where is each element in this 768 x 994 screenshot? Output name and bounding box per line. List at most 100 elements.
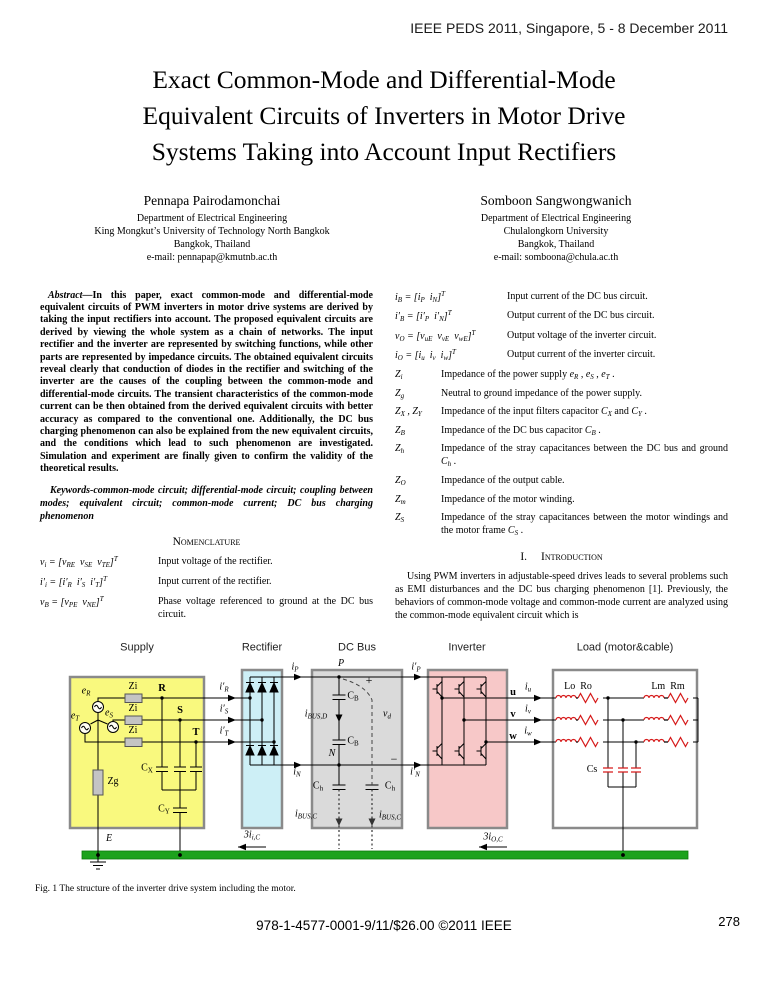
author-2-univ: Chulalongkorn University	[503, 225, 609, 237]
section-number: I.	[520, 551, 528, 564]
label-vd: vd	[383, 708, 391, 721]
sym-ZxZy: ZX , ZY	[395, 406, 422, 419]
label-w: w	[509, 731, 517, 743]
sym-ZS: ZS	[395, 512, 405, 525]
sym-Zh: Zh	[395, 443, 405, 456]
desc-Zm: Impedance of the motor winding.	[441, 493, 575, 505]
inverter-igbts	[432, 681, 487, 760]
section-label-inverter: Inverter	[448, 641, 486, 654]
label-Ch-right: Ch	[384, 780, 396, 793]
nomen-sym-2: i′i = [i′R i′S i′T]T	[40, 575, 107, 590]
author-1-dept: Department of Electrical Engineering	[136, 212, 288, 224]
page-footer: 978-1-4577-0001-9/11/$26.00 ©2011 IEEE 2…	[40, 914, 740, 934]
sym-Zg: Zg	[395, 387, 405, 400]
sym-ZO: ZO	[395, 474, 406, 487]
sym-iBp: i′B = [i′P i′N]T	[395, 309, 452, 324]
symbol-def-row: vO = [vuE vvE vwE]T Output voltage of the…	[395, 329, 728, 344]
section-label-load: Load (motor&cable)	[576, 641, 674, 654]
label-eT: eT	[70, 710, 80, 723]
section-title: Introduction	[541, 551, 603, 564]
symbol-def-row: ZO Impedance of the output cable.	[395, 474, 728, 488]
nomenclature-row: vB = [vPE vNE]T Phase voltage referenced…	[40, 595, 373, 621]
current-arrows	[228, 674, 542, 851]
label-Zg: Zg	[107, 776, 119, 788]
label-iv: iv	[525, 703, 531, 716]
ground-bar	[81, 851, 689, 860]
load-components	[555, 692, 689, 774]
nomen-sym-3: vB = [vPE vNE]T	[40, 595, 104, 610]
sym-Zm: Zm	[395, 493, 406, 506]
symbol-def-row: Zh Impedance of the stray capacitances be…	[395, 442, 728, 469]
desc-Zi: Impedance of the power supply eR , eS , …	[441, 368, 615, 381]
nomen-desc-1: Input voltage of the rectifier.	[158, 556, 273, 568]
label-iN: iN	[293, 766, 301, 779]
sym-Zi: Zi	[395, 368, 403, 381]
abstract-paragraph: Abstract—In this paper, exact common-mod…	[40, 290, 373, 476]
desc-Zg: Neutral to ground impedance of the power…	[441, 387, 642, 399]
left-column: Abstract—In this paper, exact common-mod…	[40, 290, 373, 627]
symbol-def-row: Zm Impedance of the motor winding.	[395, 493, 728, 507]
label-3iOC: 3iO,C	[483, 831, 503, 844]
paper-title: Exact Common-Mode and Differential-Mode …	[40, 62, 728, 171]
author-2-dept: Department of Electrical Engineering	[480, 212, 632, 224]
label-Zi-2: Zi	[128, 703, 138, 715]
author-2-email: e-mail: somboona@chula.ac.th	[493, 251, 619, 263]
label-CB-1: CB	[347, 690, 359, 703]
label-CB-2: CB	[347, 735, 359, 748]
introduction-heading: I. Introduction	[395, 551, 728, 563]
desc-Zh: Impedance of the stray capacitances betw…	[441, 443, 728, 469]
symbol-def-row: Zi Impedance of the power supply eR , eS …	[395, 368, 728, 382]
label-eR: eR	[81, 685, 91, 698]
desc-ZxZy: Impedance of the input filters capacitor…	[441, 406, 647, 419]
conference-header: IEEE PEDS 2011, Singapore, 5 - 8 Decembe…	[410, 20, 728, 36]
label-iS-prime: i′S	[219, 703, 229, 716]
label-Ch-left: Ch	[312, 780, 324, 793]
section-label-dcbus: DC Bus	[338, 641, 376, 654]
nomen-sym-1: vi = [vRE vSE vTE]T	[40, 555, 118, 570]
nomen-desc-3: Phase voltage referenced to ground at th…	[158, 596, 373, 621]
sym-ZB: ZB	[395, 424, 405, 437]
label-T: T	[192, 727, 200, 739]
label-N: N	[328, 748, 336, 760]
author-1-email: e-mail: pennapap@kmutnb.ac.th	[146, 251, 278, 263]
label-Zi-3: Zi	[128, 725, 138, 737]
keywords-text: common-mode circuit; differential-mode c…	[40, 485, 373, 522]
nomenclature-row: i′i = [i′R i′S i′T]T Input current of th…	[40, 575, 373, 590]
label-v: v	[510, 709, 516, 721]
figure-1: Supply Rectifier DC Bus Inverter Load (m…	[54, 642, 766, 874]
copyright-line: 978-1-4577-0001-9/11/$26.00 ©2011 IEEE	[256, 918, 512, 934]
label-iBUSD: iBUS,D	[304, 708, 328, 721]
label-LoRo: Lo Ro	[564, 681, 592, 693]
label-iw: iw	[524, 725, 532, 738]
figure-caption: Fig. 1 The structure of the inverter dri…	[35, 884, 296, 895]
label-iBUSC-right: iBUS,C	[378, 809, 402, 822]
keywords-label: Keywords-	[50, 485, 94, 497]
page-number: 278	[718, 914, 740, 930]
desc-iO: Output current of the inverter circuit.	[507, 349, 656, 361]
author-2-name: Somboon Sangwongwanich	[480, 192, 632, 208]
desc-ZO: Impedance of the output cable.	[441, 474, 565, 486]
author-1-city: Bangkok, Thailand	[173, 238, 251, 250]
label-E: E	[105, 833, 113, 845]
label-Cs: Cs	[586, 764, 598, 776]
authors-block: Pennapa Pairodamonchai Department of Ele…	[40, 193, 728, 264]
impedance-boxes	[92, 693, 143, 796]
section-label-supply: Supply	[120, 641, 154, 654]
symbol-def-row: Zg Neutral to ground impedance of the pow…	[395, 387, 728, 401]
sym-vO: vO = [vuE vvE vwE]T	[395, 328, 476, 343]
keywords-paragraph: Keywords-common-mode circuit; differenti…	[40, 485, 373, 523]
label-iT-prime: i′T	[219, 725, 229, 738]
label-Zi-1: Zi	[128, 681, 138, 693]
desc-iB: Input current of the DC bus circuit.	[507, 290, 648, 302]
label-plus: +	[365, 673, 373, 688]
ac-sources	[79, 701, 119, 735]
body-columns: Abstract—In this paper, exact common-mod…	[40, 290, 728, 627]
desc-vO: Output voltage of the inverter circuit.	[507, 329, 657, 341]
label-eS: eS	[105, 707, 113, 720]
node-dots	[96, 675, 638, 858]
sym-iO: iO = [iu iv iw]T	[395, 348, 456, 363]
label-iN-prime: i′N	[410, 766, 420, 779]
